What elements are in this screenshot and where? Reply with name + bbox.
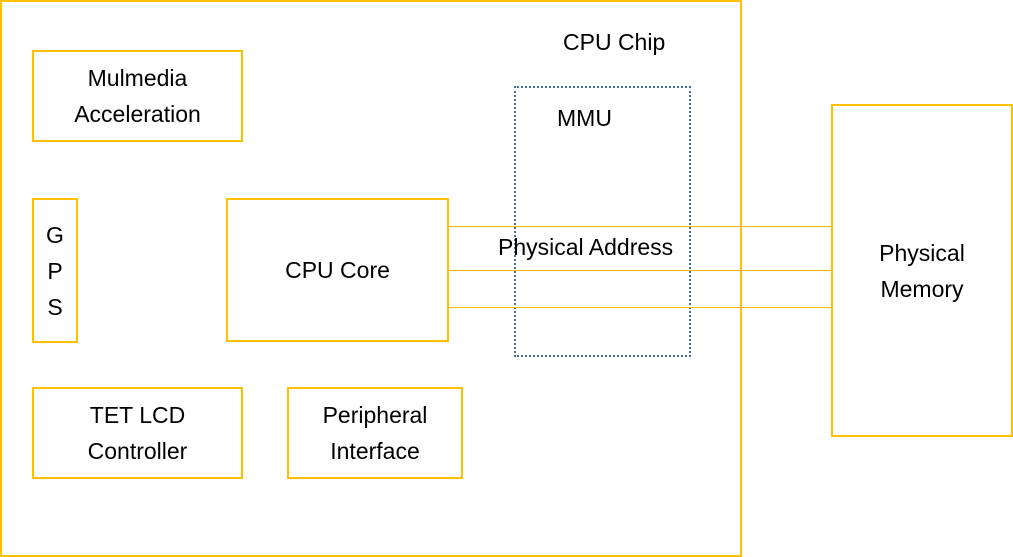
gps-letter: S — [47, 293, 63, 320]
mmu-boundary — [514, 86, 691, 357]
physical-address-label: Physical Address — [498, 234, 674, 260]
gps-letter: G — [46, 221, 64, 248]
multimedia-label-line2: Acceleration — [74, 101, 201, 127]
peripheral-interface-block: Peripheral Interface — [287, 387, 463, 479]
cpu-chip-boundary — [0, 0, 742, 557]
multimedia-label-line1: Mulmedia — [87, 65, 188, 91]
address-bus-line — [449, 226, 831, 227]
cpu-core-label: CPU Core — [285, 257, 390, 283]
gps-block: G P S — [32, 198, 78, 343]
memory-label-line2: Memory — [880, 275, 964, 302]
cpu-core-block: CPU Core — [226, 198, 449, 342]
peripheral-label-line2: Interface — [330, 438, 420, 464]
peripheral-label-line1: Peripheral — [322, 402, 428, 428]
mmu-label: MMU — [557, 105, 612, 131]
physical-memory-block: Physical Memory — [831, 104, 1013, 437]
address-bus-line — [449, 307, 831, 308]
lcd-label-line2: Controller — [87, 438, 188, 464]
multimedia-acceleration-block: Mulmedia Acceleration — [32, 50, 243, 142]
gps-letter: P — [47, 257, 63, 284]
address-bus-line — [449, 270, 831, 271]
lcd-label-line1: TET LCD — [89, 402, 186, 428]
lcd-controller-block: TET LCD Controller — [32, 387, 243, 479]
cpu-chip-label: CPU Chip — [563, 29, 666, 55]
memory-label-line1: Physical — [879, 239, 965, 266]
